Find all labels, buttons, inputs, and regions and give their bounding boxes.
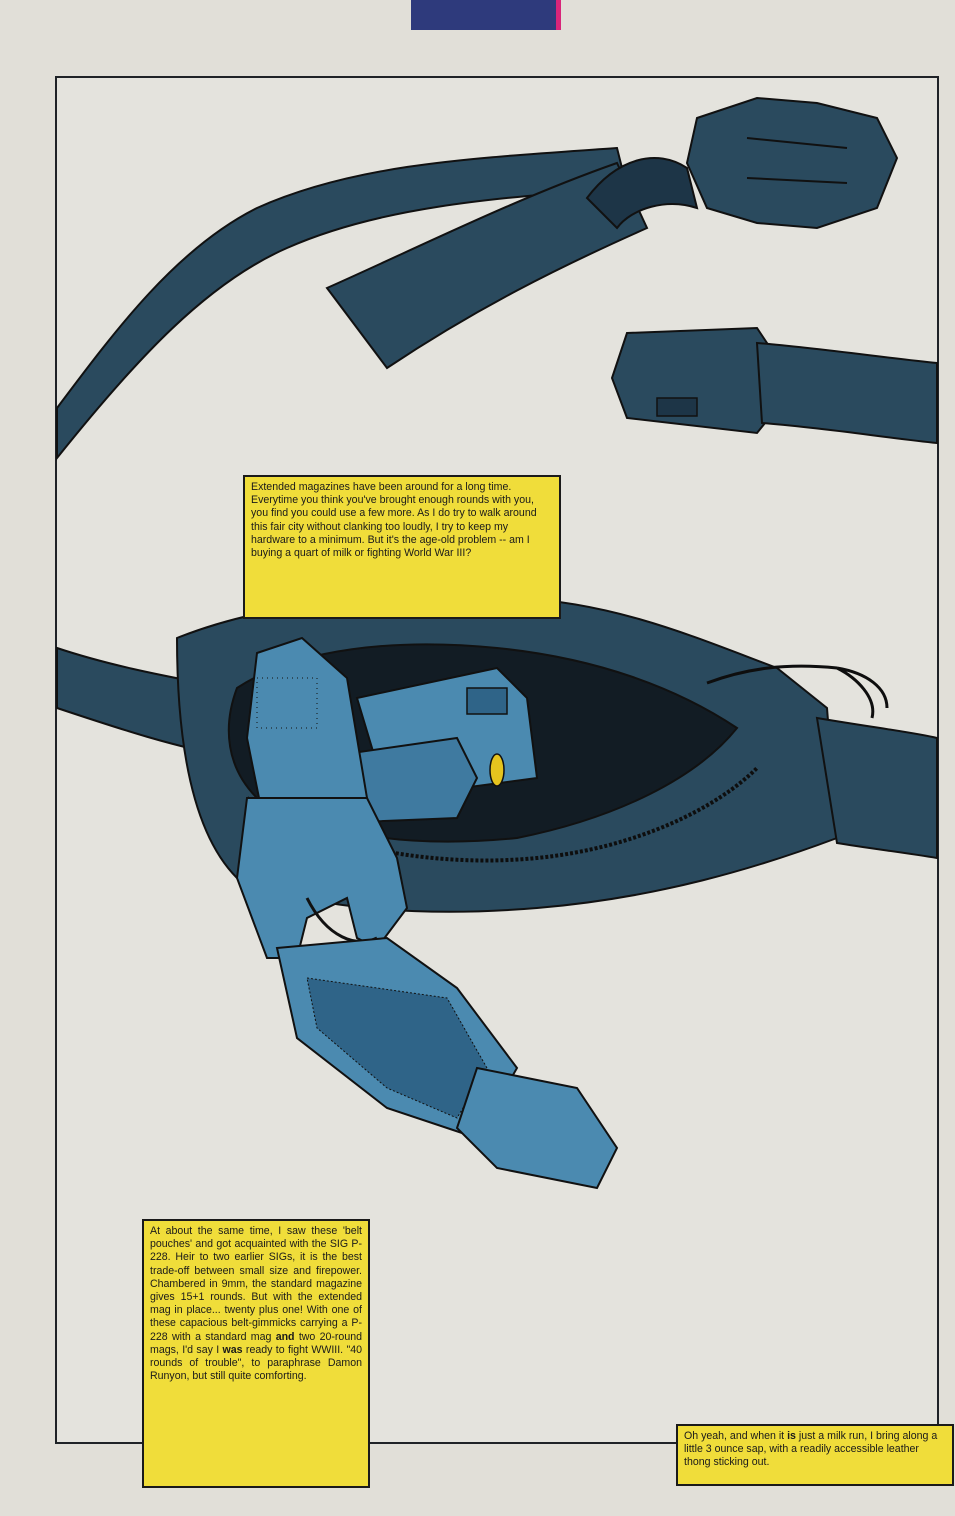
bullet-cartridge bbox=[489, 753, 505, 787]
strap-end-band bbox=[755, 341, 938, 445]
caption-emphasis: and bbox=[275, 1330, 295, 1343]
strap-fold-band bbox=[325, 161, 649, 370]
caption-text: At about the same time, I saw these 'bel… bbox=[150, 1225, 362, 1383]
caption-text-part: ready to fight WWIII. "40 rounds of trou… bbox=[150, 1343, 362, 1383]
caption-box-sap: Oh yeah, and when it is just a milk run,… bbox=[676, 1424, 954, 1486]
pistol-illustration bbox=[235, 636, 619, 1190]
belt-pouch-illustration bbox=[56, 595, 938, 913]
caption-text-part: just a milk run, I bring along a little … bbox=[684, 1430, 938, 1469]
caption-text: Extended magazines have been around for … bbox=[251, 481, 537, 560]
caption-text: Oh yeah, and when it is just a milk run,… bbox=[684, 1430, 946, 1470]
strap-loop bbox=[585, 157, 699, 230]
pouch-strap-right bbox=[815, 716, 938, 860]
magazine-window bbox=[466, 687, 508, 715]
loose-strap-illustration bbox=[56, 96, 938, 461]
caption-emphasis: is bbox=[787, 1430, 796, 1442]
panel-illustration bbox=[56, 96, 938, 1190]
male-buckle bbox=[685, 96, 899, 230]
pouch-cord bbox=[706, 664, 889, 719]
comic-panel: Extended magazines have been around for … bbox=[55, 76, 954, 1488]
caption-box-extended-magazines: Extended magazines have been around for … bbox=[243, 475, 561, 619]
caption-text-part: two 20-round mags, I'd say I bbox=[150, 1330, 362, 1356]
page-tab-marker bbox=[411, 0, 558, 30]
grip-texture bbox=[306, 977, 488, 1119]
pistol-frame bbox=[235, 797, 409, 959]
extended-magazine bbox=[455, 1066, 619, 1190]
caption-box-belt-pouch: At about the same time, I saw these 'bel… bbox=[142, 1219, 370, 1488]
pistol-serrations bbox=[256, 677, 318, 729]
caption-text-part: At about the same time, I saw these 'bel… bbox=[150, 1225, 362, 1343]
page-tab-accent bbox=[556, 0, 561, 30]
caption-emphasis: was bbox=[222, 1343, 243, 1356]
caption-text-part: Oh yeah, and when it bbox=[684, 1430, 788, 1442]
female-buckle bbox=[610, 326, 778, 435]
